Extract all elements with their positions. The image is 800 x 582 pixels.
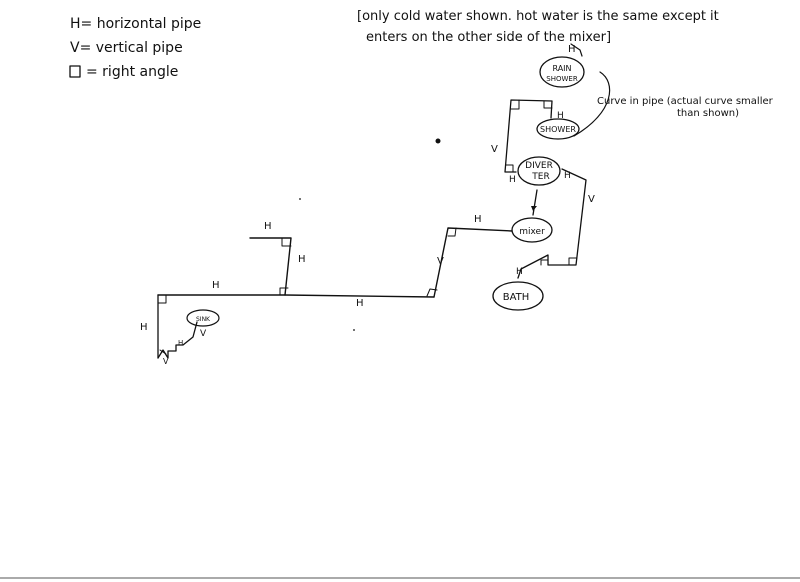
diverter-outline (517, 156, 561, 186)
pipe-label-v: V (437, 256, 444, 267)
right-angle-icon (447, 227, 457, 237)
mixer-outline (511, 217, 553, 243)
mixer-to-diverter-pipe (532, 189, 538, 216)
pipe-labels: H H H H H H V V V H V H H H H V H (140, 44, 595, 366)
ink-dot (299, 198, 301, 200)
diverter-label-1: DIVER (525, 161, 553, 171)
bath-outline (492, 281, 544, 311)
pipe-network (157, 71, 611, 359)
node-shower: SHOWER (536, 118, 580, 140)
cold-water-note: [only cold water shown. hot water is the… (357, 9, 719, 45)
legend: H= horizontal pipe V= vertical pipe = ri… (69, 16, 201, 80)
pipe-label-h: H (564, 171, 571, 181)
pipe-label-h: H (356, 298, 364, 309)
pipe-label-h: H (212, 280, 220, 291)
diverter-to-bath-pipe (517, 168, 587, 279)
node-mixer: mixer (511, 217, 553, 243)
diverter-shower-loop (504, 99, 553, 173)
pipe-label-v: V (491, 144, 498, 155)
curved-pipe (573, 71, 611, 137)
sink-label: SINK (196, 316, 211, 323)
pipe-label-h: H (140, 322, 148, 333)
rain-shower-label-1: RAIN (552, 64, 571, 73)
legend-right-angle: = right angle (86, 64, 178, 80)
pipe-label-h: H (568, 44, 576, 55)
right-angle-icon (159, 349, 167, 355)
bath-label: BATH (503, 292, 530, 303)
note-line-2: enters on the other side of the mixer] (366, 30, 611, 45)
node-rain-shower: RAIN SHOWER (539, 43, 585, 88)
pipe-label-h: H (178, 339, 183, 347)
branch-pipe (249, 237, 292, 296)
curve-note-line-2: than shown) (677, 108, 739, 119)
ink-dot (353, 329, 355, 331)
right-angle-icon (281, 237, 292, 247)
flow-arrow-icon (531, 206, 537, 211)
right-angle-markers (157, 99, 578, 355)
ink-blot (435, 138, 441, 144)
right-angle-icon (543, 100, 553, 109)
right-angle-icon (279, 287, 289, 296)
shower-outline (536, 118, 580, 140)
right-angle-icon (426, 288, 438, 297)
rain-shower-label-2: SHOWER (546, 75, 578, 83)
legend-horizontal: H= horizontal pipe (70, 16, 201, 32)
mixer-riser-pipe (433, 227, 513, 298)
curve-note-line-1: Curve in pipe (actual curve smaller (597, 96, 774, 107)
pipe-label-h: H (264, 221, 272, 232)
mixer-label: mixer (519, 227, 545, 237)
pipe-label-v: V (200, 329, 207, 339)
legend-right-angle-icon (69, 65, 81, 78)
right-angle-icon (510, 99, 520, 110)
pipe-label-h: H (509, 175, 516, 185)
node-sink: SINK (186, 309, 220, 327)
pipe-label-h: H (474, 214, 482, 225)
legend-vertical: V= vertical pipe (70, 40, 183, 56)
main-horizontal-pipe (157, 294, 435, 298)
shower-label: SHOWER (540, 125, 576, 134)
node-diverter: DIVER TER (517, 156, 561, 186)
pipe-label-v: V (588, 194, 595, 205)
node-bath: BATH (492, 281, 544, 311)
note-line-1: [only cold water shown. hot water is the… (357, 9, 719, 24)
pipe-label-h: H (557, 111, 564, 121)
curve-note: Curve in pipe (actual curve smaller than… (597, 96, 774, 119)
diverter-label-2: TER (531, 172, 549, 182)
right-angle-icon (505, 164, 514, 173)
pipe-label-h: H (516, 267, 523, 277)
sink-outline (186, 309, 220, 327)
rain-shower-outline (539, 56, 585, 88)
right-angle-icon (568, 257, 578, 266)
right-angle-icon (540, 259, 549, 266)
pipe-label-h: H (298, 254, 306, 265)
pipe-label-v: V (163, 357, 169, 366)
right-angle-icon (157, 294, 167, 304)
